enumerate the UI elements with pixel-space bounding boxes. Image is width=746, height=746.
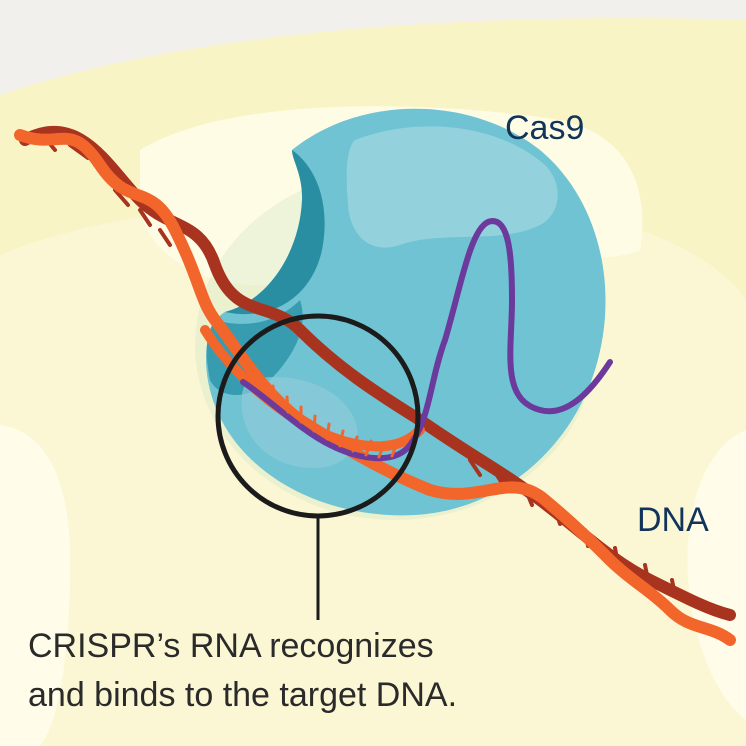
cell-light-patch-left: [0, 425, 70, 746]
caption-line-2: and binds to the target DNA.: [28, 676, 458, 714]
cas9-shadow: [225, 150, 325, 315]
dna-label: DNA: [637, 501, 709, 539]
rna-bases: [258, 376, 399, 459]
rna-strand: [240, 218, 613, 462]
cas9-protein: [195, 108, 606, 520]
caption: CRISPR’s RNA recognizes and binds to the…: [28, 622, 728, 720]
guide-rna: [240, 218, 613, 462]
cas9-highlight: [346, 126, 558, 248]
cas9-label: Cas9: [505, 109, 585, 147]
cell-light-patch-right: [687, 430, 746, 720]
caption-line-1: CRISPR’s RNA recognizes: [28, 627, 434, 665]
